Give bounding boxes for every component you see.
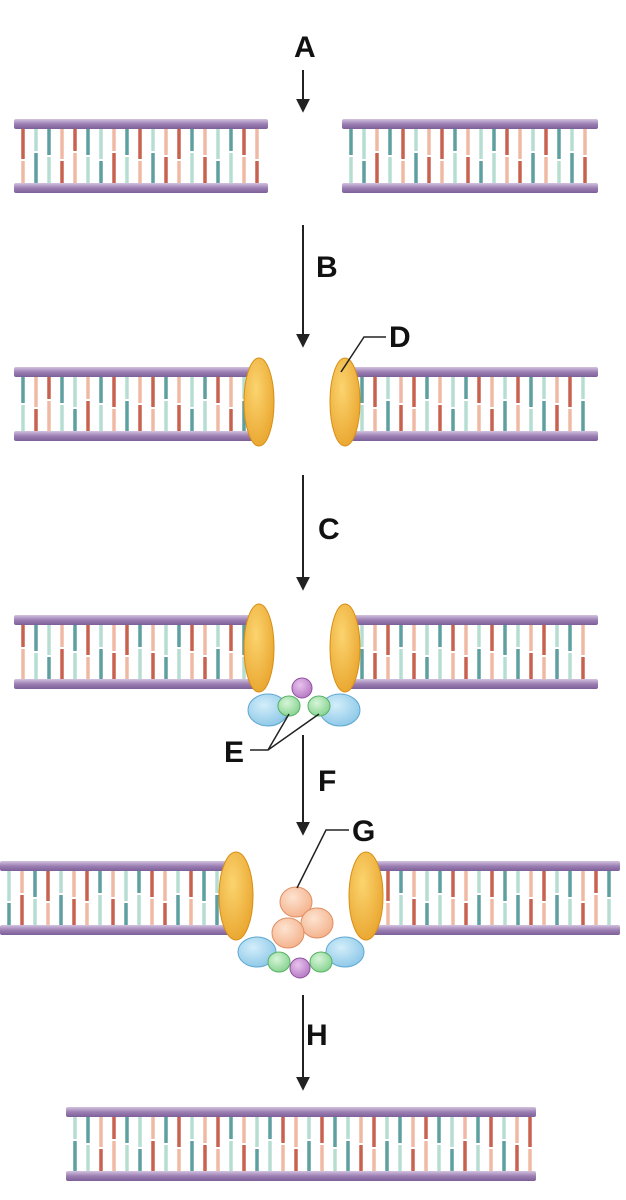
backbone-top (66, 1107, 536, 1117)
backbone-bottom (14, 183, 268, 193)
backbone-top (342, 119, 598, 129)
protein-d-right-3 (329, 603, 361, 693)
protein-d-left-3 (243, 603, 275, 693)
purple-subunit (289, 957, 311, 979)
leader-d (340, 336, 386, 373)
backbone-bottom (0, 925, 236, 935)
label-b: B (316, 251, 338, 284)
backbone-top (14, 615, 266, 625)
backbone-bottom (14, 431, 266, 441)
green-subunit (307, 695, 331, 717)
dna-left-row4 (0, 861, 236, 935)
peach-subunit (279, 886, 313, 918)
dna-right-row2 (340, 367, 598, 441)
complex-e-row3 (247, 677, 361, 727)
backbone-bottom (14, 679, 266, 689)
peach-subunit (300, 907, 334, 939)
dna-repaired-row5 (66, 1107, 536, 1181)
backbone-top (14, 119, 268, 129)
backbone-bottom (340, 431, 598, 441)
step-labels: A B C D E F G H (224, 31, 411, 1052)
label-f: F (318, 765, 336, 798)
green-subunit (267, 951, 291, 973)
green-subunit (277, 695, 301, 717)
backbone-top (366, 861, 620, 871)
backbone-bottom (66, 1171, 536, 1181)
purple-subunit (291, 677, 313, 699)
green-subunit (309, 951, 333, 973)
peach-subunit (271, 917, 305, 949)
dna-right-row3 (340, 615, 598, 689)
protein-d-right-4 (348, 851, 384, 941)
backbone-top (340, 367, 598, 377)
leader-g (296, 829, 349, 889)
dna-right-row4 (366, 861, 620, 935)
label-e: E (224, 736, 244, 769)
end-binding-proteins (218, 357, 384, 941)
label-d: D (389, 321, 411, 354)
label-g: G (352, 815, 375, 848)
blue-subunit (325, 936, 365, 968)
backbone-bottom (342, 183, 598, 193)
protein-d-left-4 (218, 851, 254, 941)
label-h: H (306, 1019, 328, 1052)
leader-e (250, 713, 320, 751)
backbone-top (0, 861, 236, 871)
complex-eg-row4 (237, 886, 365, 979)
dna-left-row1 (14, 119, 268, 193)
leader-lines (250, 336, 386, 889)
dna-layer (0, 119, 620, 1181)
backbone-top (340, 615, 598, 625)
backbone-top (14, 367, 266, 377)
protein-d-left-2 (243, 357, 275, 447)
protein-d-right-2 (329, 357, 361, 447)
dna-right-row1 (342, 119, 598, 193)
backbone-bottom (366, 925, 620, 935)
label-a: A (294, 31, 316, 64)
backbone-bottom (340, 679, 598, 689)
dna-left-row3 (14, 615, 266, 689)
dna-left-row2 (14, 367, 266, 441)
label-c: C (318, 513, 340, 546)
